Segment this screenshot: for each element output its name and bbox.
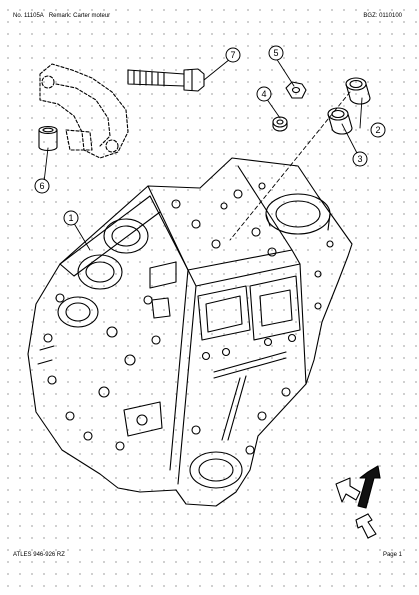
remark-text: Remark: Carter moteur — [48, 13, 111, 19]
ring-part-2 — [345, 77, 371, 105]
direction-arrow-filled-icon — [357, 465, 381, 509]
callout-circles — [34, 45, 386, 226]
callout-1-label: 1 — [68, 213, 73, 223]
crankcase-block — [27, 157, 353, 507]
washer-part — [272, 116, 288, 132]
direction-arrow-outline-icon — [335, 477, 361, 503]
callout-7-label: 7 — [230, 50, 235, 60]
callout-6-label: 6 — [39, 181, 44, 191]
ring-part-3 — [327, 107, 353, 135]
assembly-axis — [229, 91, 351, 241]
doc-number: No. 11105A — [13, 13, 44, 19]
oil-pump-bracket — [39, 63, 129, 159]
callout-3-label: 3 — [357, 154, 362, 164]
callout-4-label: 4 — [261, 89, 266, 99]
page-number: Page 1 — [382, 552, 402, 558]
bolt-part — [127, 68, 205, 92]
orientation-arrows — [335, 465, 381, 539]
direction-arrow-small-icon — [355, 513, 377, 539]
bgz-code: BGZ: 0110100 — [363, 13, 402, 19]
sleeve-part — [38, 125, 58, 152]
callout-5-label: 5 — [273, 48, 278, 58]
nut-part — [285, 81, 307, 99]
callout-2-label: 2 — [375, 125, 380, 135]
model-label: ATLES 946-926 RZ — [13, 552, 65, 558]
header-left: No. 11105A Remark: Carter moteur — [13, 13, 110, 19]
